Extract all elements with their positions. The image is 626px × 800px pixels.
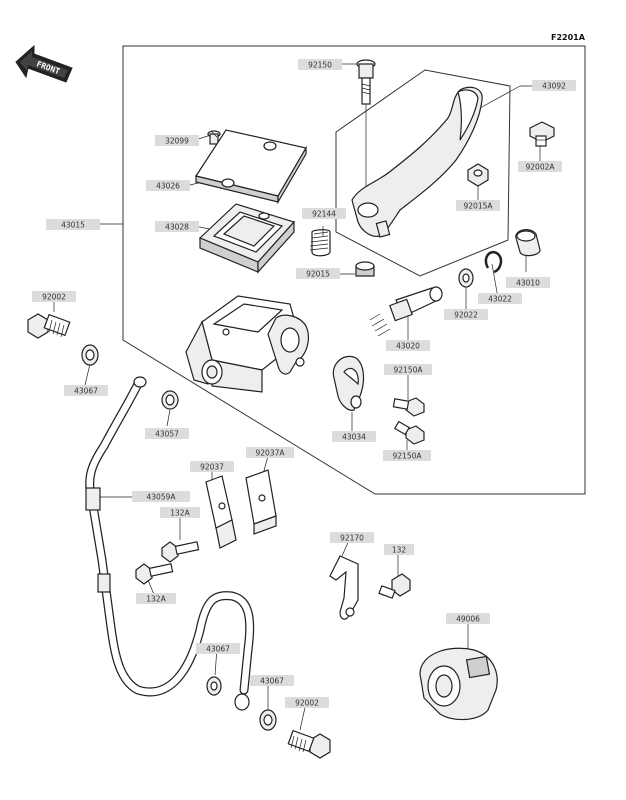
diaphragm-part	[198, 203, 296, 274]
svg-text:43034: 43034	[342, 433, 366, 442]
svg-text:32099: 32099	[165, 137, 189, 146]
master-cylinder-body-part	[185, 295, 309, 393]
label-92150a-b: 92150A	[383, 450, 431, 461]
svg-text:92037: 92037	[200, 463, 224, 472]
label-92015a: 92015A	[456, 200, 500, 211]
clamp-bolt-upper-part	[392, 397, 425, 417]
label-43067-c: 43067	[250, 675, 294, 686]
clutch-hose-part	[85, 376, 255, 711]
clamp-bolt-lower-part	[393, 420, 425, 445]
label-43067-a: 43067	[64, 385, 108, 396]
bracket-bolt-lower-part	[135, 563, 174, 585]
hose-guide-part	[245, 469, 277, 535]
grommet-part	[161, 390, 179, 410]
cable-clamp-part	[329, 555, 359, 620]
return-spring-part	[309, 229, 331, 257]
part-labels: 92150 43092 32099 92002A 43026 92015A 43…	[32, 59, 576, 708]
svg-text:92002A: 92002A	[526, 163, 556, 172]
label-92037a: 92037A	[246, 447, 294, 458]
svg-text:92002: 92002	[42, 293, 66, 302]
label-92002-bottom: 92002	[285, 697, 329, 708]
sealing-washer-upper-part	[81, 344, 99, 366]
label-92150a-a: 92150A	[384, 364, 432, 375]
label-43010: 43010	[506, 277, 550, 288]
banjo-bolt-upper-part	[27, 313, 71, 339]
handlebar-clamp-part	[332, 355, 365, 411]
banjo-bolt-lower-part	[287, 729, 331, 759]
svg-text:43026: 43026	[156, 182, 180, 191]
svg-text:132: 132	[392, 546, 407, 555]
sealing-washer-lower-a-part	[206, 676, 222, 696]
svg-text:132A: 132A	[146, 595, 166, 604]
svg-text:92150A: 92150A	[393, 452, 423, 461]
svg-text:92144: 92144	[312, 210, 336, 219]
master-cylinder-assembly-frame	[122, 45, 586, 495]
bracket-bolt-upper-part	[161, 541, 200, 563]
label-43092: 43092	[532, 80, 576, 91]
label-92150: 92150	[298, 59, 342, 70]
svg-text:43057: 43057	[155, 430, 179, 439]
label-132a-a: 132A	[160, 507, 200, 518]
circlip-part	[484, 251, 503, 274]
label-43028: 43028	[155, 221, 199, 232]
lever-subassembly-frame	[335, 69, 511, 277]
label-43034: 43034	[332, 431, 376, 442]
svg-text:92022: 92022	[454, 311, 478, 320]
label-92015: 92015	[296, 268, 340, 279]
svg-text:92150: 92150	[308, 61, 332, 70]
piston-assembly-part	[369, 286, 443, 337]
label-92002-top: 92002	[32, 291, 76, 302]
adjuster-bolt-part	[529, 121, 555, 147]
clutch-lever-part	[351, 86, 483, 238]
label-92144: 92144	[302, 208, 346, 219]
label-43067-b: 43067	[196, 643, 240, 654]
label-92002a: 92002A	[518, 161, 562, 172]
reservoir-cap-part	[195, 129, 307, 205]
svg-text:92037A: 92037A	[256, 449, 286, 458]
label-92037: 92037	[190, 461, 234, 472]
svg-text:43059A: 43059A	[147, 493, 177, 502]
svg-text:132A: 132A	[170, 509, 190, 518]
svg-text:43020: 43020	[396, 342, 420, 351]
sealing-washer-lower-b-part	[259, 709, 277, 731]
label-43015: 43015	[46, 219, 100, 230]
svg-text:49006: 49006	[456, 615, 480, 624]
label-43026: 43026	[146, 180, 190, 191]
svg-text:43015: 43015	[61, 221, 85, 230]
pivot-bolt-part	[356, 59, 376, 200]
label-132a-b: 132A	[136, 593, 176, 604]
label-43057: 43057	[145, 428, 189, 439]
svg-text:92150A: 92150A	[394, 366, 424, 375]
lock-nut-part	[467, 163, 489, 187]
svg-text:92170: 92170	[340, 534, 364, 543]
pivot-nut-part	[355, 261, 375, 277]
svg-text:43067: 43067	[206, 645, 230, 654]
label-92022: 92022	[444, 309, 488, 320]
label-43022: 43022	[478, 293, 522, 304]
svg-text:92002: 92002	[295, 699, 319, 708]
cap-screw-part	[207, 130, 221, 145]
svg-text:43092: 43092	[542, 82, 566, 91]
label-92170: 92170	[330, 532, 374, 543]
clamp-bolt-part	[378, 573, 411, 599]
svg-text:43067: 43067	[260, 677, 284, 686]
dust-boot-part	[515, 229, 541, 257]
label-43059a: 43059A	[132, 491, 190, 502]
svg-text:43010: 43010	[516, 279, 540, 288]
hose-bracket-part	[205, 475, 237, 549]
label-132: 132	[384, 544, 414, 555]
svg-text:92015A: 92015A	[464, 202, 494, 211]
washer-part	[458, 268, 474, 288]
label-49006: 49006	[446, 613, 490, 624]
clutch-switch-part	[419, 647, 498, 721]
label-43020: 43020	[386, 340, 430, 351]
figure-code: F2201A	[551, 33, 586, 42]
svg-text:43067: 43067	[74, 387, 98, 396]
svg-text:92015: 92015	[306, 270, 330, 279]
label-32099: 32099	[155, 135, 199, 146]
front-direction-icon: FRONT	[15, 44, 73, 83]
svg-text:43022: 43022	[488, 295, 512, 304]
svg-text:43028: 43028	[165, 223, 189, 232]
